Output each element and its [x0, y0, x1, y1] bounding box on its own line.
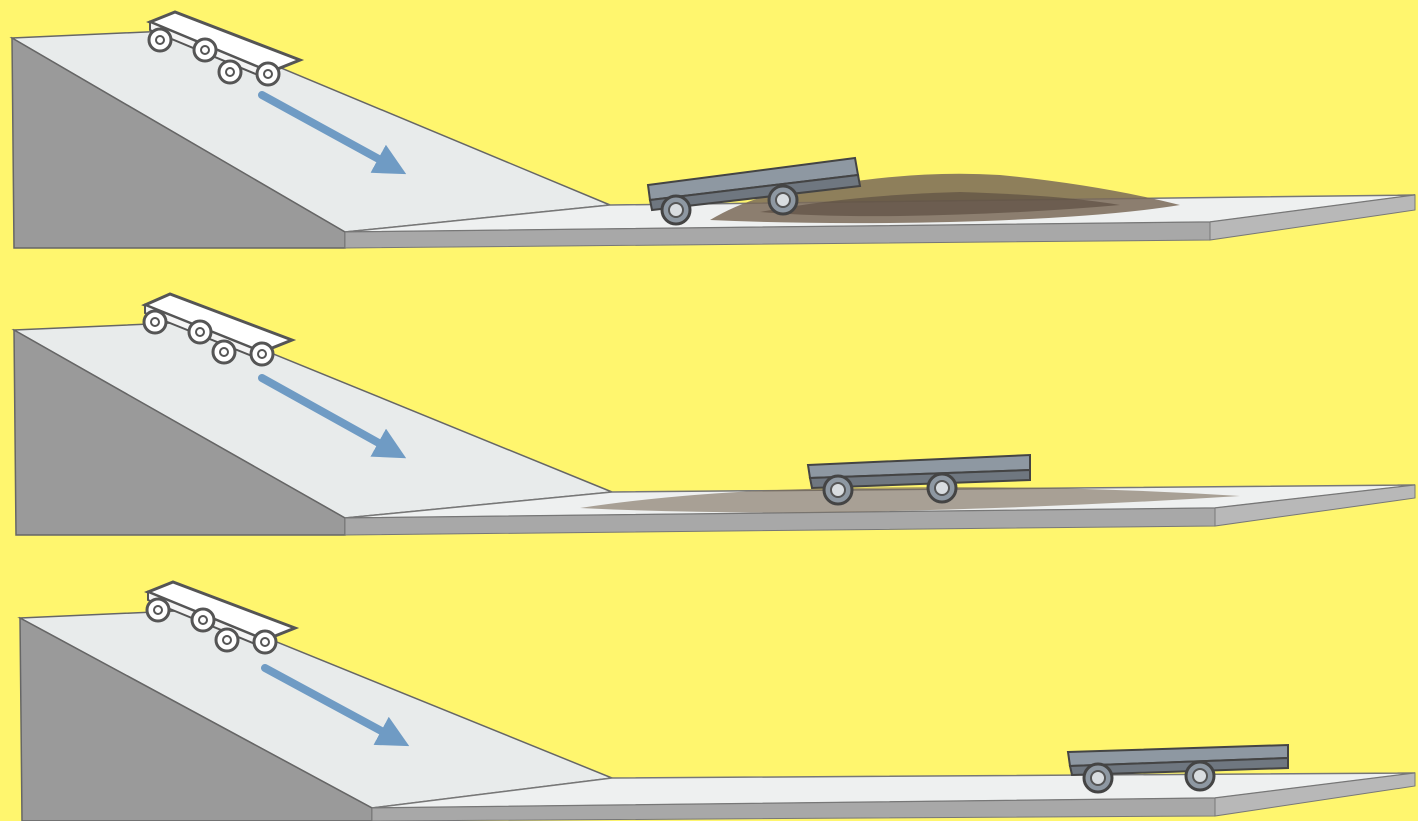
panel-light-rough — [14, 294, 1415, 535]
panel-heavy-rough — [12, 12, 1415, 248]
panel-smooth — [20, 582, 1415, 821]
